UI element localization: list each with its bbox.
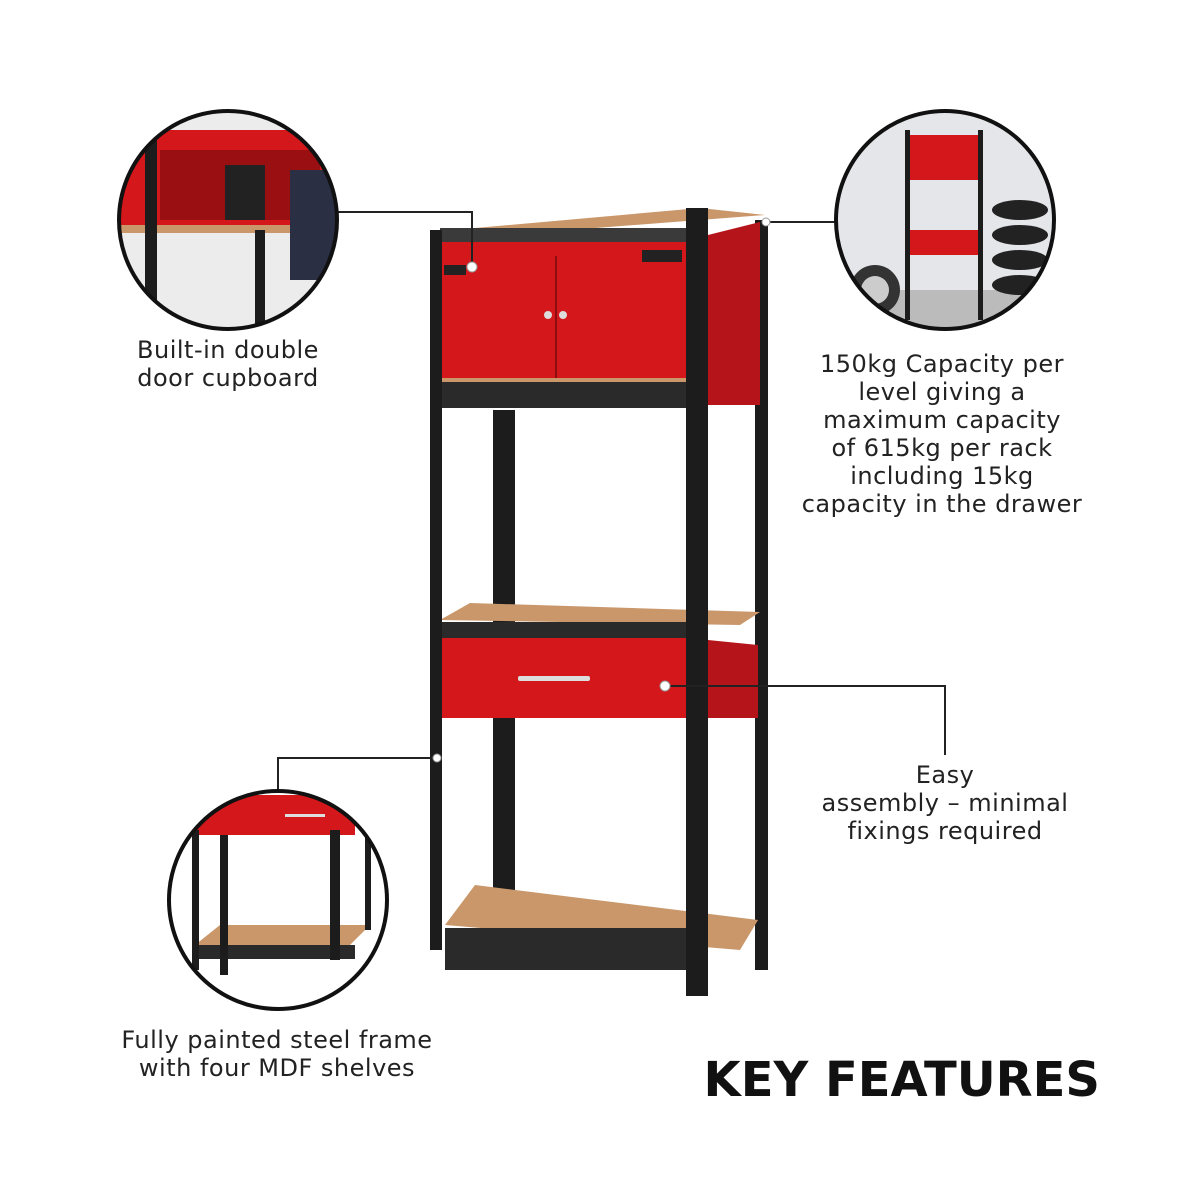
callout-lines <box>277 211 946 792</box>
shelving-rack <box>430 208 768 996</box>
inset-cupboard <box>120 112 336 328</box>
sealey-logo <box>444 265 466 275</box>
feature-cupboard: Built-in double door cupboard <box>137 336 319 392</box>
inset-frame <box>170 792 386 1008</box>
inset-garage <box>837 112 1053 328</box>
key-features-heading: KEY FEATURES <box>703 1052 1101 1108</box>
cupboard <box>440 240 690 380</box>
feature-frame: Fully painted steel frame with four MDF … <box>121 1026 433 1082</box>
feature-assembly: Easy assembly – minimal fixings required <box>821 761 1069 845</box>
feature-capacity: 150kg Capacity per level giving a maximu… <box>801 350 1083 518</box>
american-pro-logo <box>642 250 682 262</box>
